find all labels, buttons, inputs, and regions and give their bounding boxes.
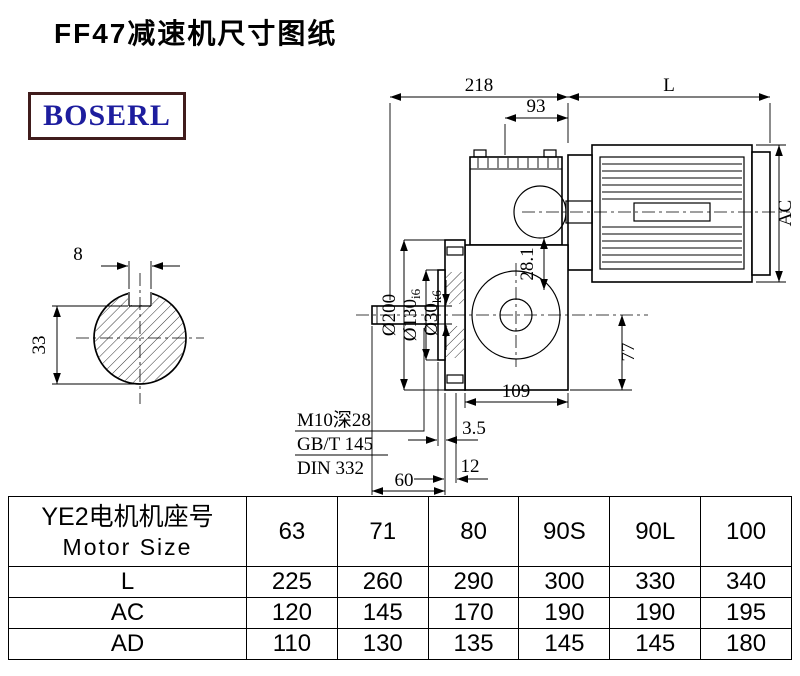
note-tap-hole: M10深28 [297,409,371,431]
dim-label-218: 218 [465,75,494,96]
dim-label-93: 93 [527,96,546,117]
spigot-diameter-tolerance: i6 [408,288,423,299]
cell-AD-80: 135 [427,628,520,660]
row-label-AC: AC [8,597,247,629]
cell-AC-90S: 190 [518,597,611,629]
dim-label-key-depth: 33 [29,336,50,355]
motor-size-col-90S: 90S [518,496,611,567]
cell-AD-90S: 145 [518,628,611,660]
motor-adapter [567,154,593,271]
motor-size-col-90L: 90L [609,496,702,567]
dim-label-spigot-diameter: Ø130i6 [400,288,423,341]
table-row-L: L 225 260 290 300 330 340 [8,566,792,598]
shaft-end-view: 8 33 [29,244,204,404]
cell-L-100: 340 [700,566,792,598]
dim-label-28-1: 28.1 [517,247,538,280]
note-standard-gbt: GB/T 145 [297,434,373,455]
motor-size-col-100: 100 [700,496,792,567]
fan-cover [751,151,771,276]
cell-AC-71: 145 [336,597,429,629]
table-row-AD: AD 110 130 135 145 145 180 [8,628,792,660]
table-header-row: YE2电机机座号 Motor Size 63 71 80 90S 90L 100 [8,496,792,567]
dim-label-flange-diameter: Ø200 [379,294,400,336]
row-label-L: L [8,566,247,598]
cell-AD-63: 110 [246,628,338,660]
motor-size-col-71: 71 [336,496,429,567]
logo-text: BOSERL [43,99,171,132]
motor-size-col-80: 80 [427,496,520,567]
motor-size-header-en: Motor Size [62,533,193,560]
gearbox-main-view [356,144,790,391]
dim-label-3-5: 3.5 [462,418,486,439]
dim-label-12: 12 [461,456,480,477]
cell-AD-71: 130 [336,628,429,660]
dimension-table: YE2电机机座号 Motor Size 63 71 80 90S 90L 100… [8,496,792,660]
row-label-AD: AD [8,628,247,660]
motor-body [591,144,753,283]
boserl-logo: BOSERL [28,92,186,140]
cell-L-71: 260 [336,566,429,598]
cell-L-90S: 300 [518,566,611,598]
cell-L-63: 225 [246,566,338,598]
dim-label-key-width: 8 [73,244,83,265]
motor-size-header: YE2电机机座号 Motor Size [8,496,247,567]
shaft-diameter-value: Ø30 [421,303,442,336]
dim-label-60: 60 [395,470,414,491]
keyway-slot [128,285,152,305]
cell-L-80: 290 [427,566,520,598]
dim-label-L: L [663,75,675,96]
cell-AC-90L: 190 [609,597,702,629]
motor-size-header-cn: YE2电机机座号 [41,503,214,532]
cell-AC-80: 170 [427,597,520,629]
dim-label-109: 109 [502,381,531,402]
cell-AC-100: 195 [700,597,792,629]
spigot-diameter-value: Ø130 [400,299,421,341]
cell-L-90L: 330 [609,566,702,598]
dim-label-AC: AC [775,200,796,226]
shaft-diameter-tolerance: k6 [429,290,444,304]
technical-drawing: 8 33 [29,75,796,495]
note-standard-din: DIN 332 [297,458,364,479]
dim-label-shaft-diameter: Ø30k6 [421,290,444,336]
motor-size-col-63: 63 [246,496,338,567]
table-row-AC: AC 120 145 170 190 190 195 [8,597,792,629]
motor-assembly [565,144,771,283]
cell-AD-100: 180 [700,628,792,660]
cell-AD-90L: 145 [609,628,702,660]
cell-AC-63: 120 [246,597,338,629]
page-title: FF47减速机尺寸图纸 [54,18,338,49]
dim-label-77: 77 [618,343,639,362]
dimension-annotations: 218 L 93 AC Ø200 Ø130i6 Ø30k6 [295,75,796,495]
